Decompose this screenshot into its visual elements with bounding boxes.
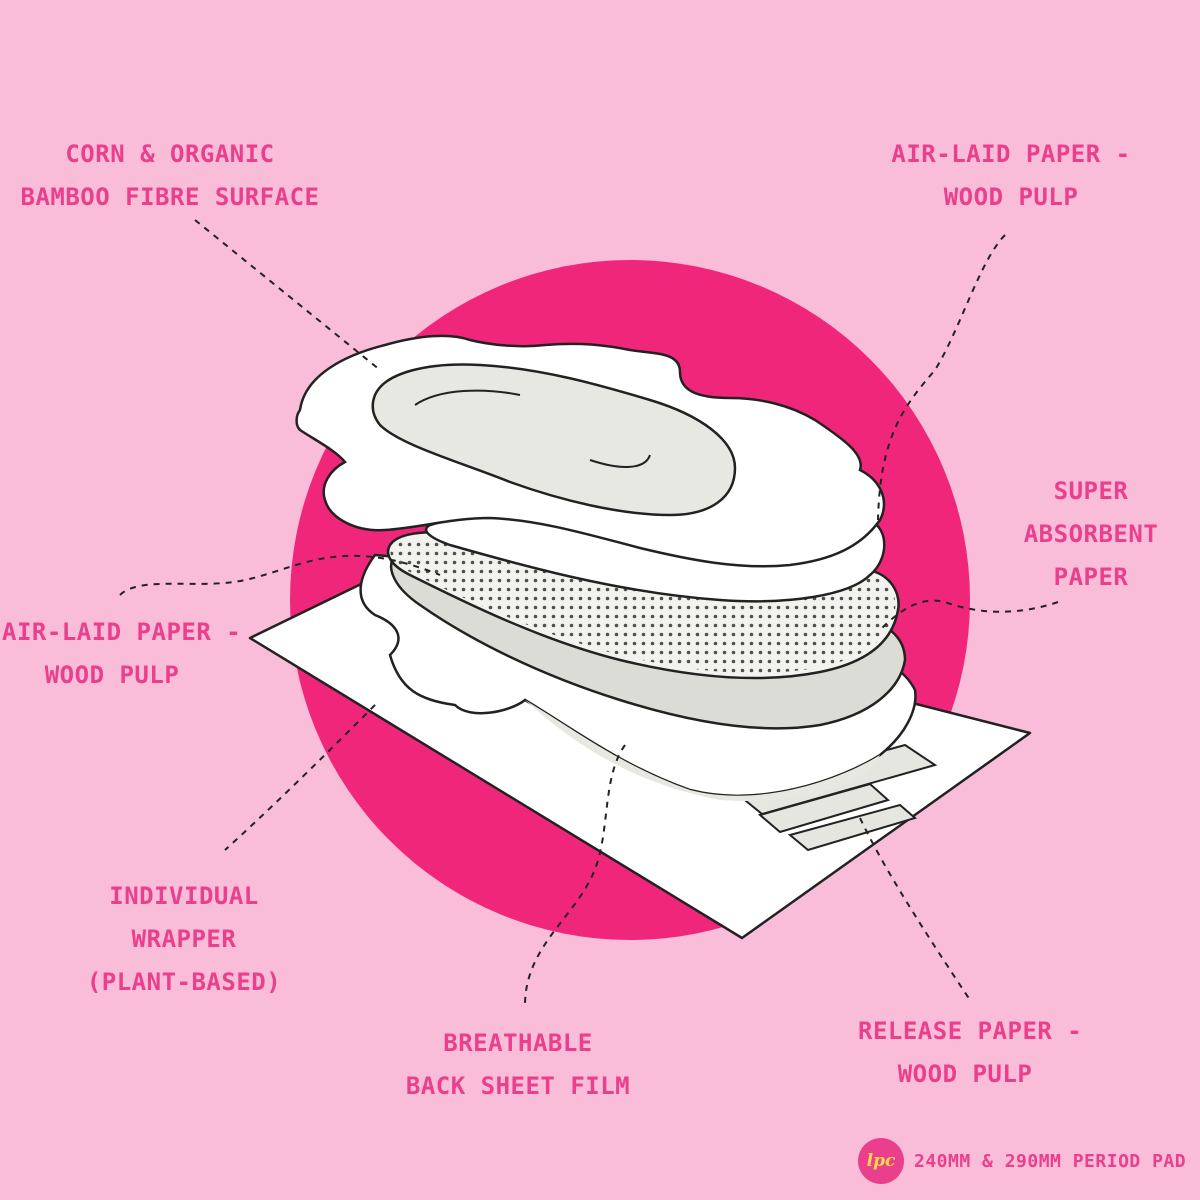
back-sheet-shadow — [525, 700, 880, 801]
label-back-sheet: BREATHABLE BACK SHEET FILM — [405, 1029, 631, 1100]
label-airlaid-top: AIR-LAID PAPER - WOOD PULP — [891, 140, 1131, 211]
leader-corn-surface — [194, 219, 381, 371]
label-corn-surface: CORN & ORGANIC BAMBOO FIBRE SURFACE — [20, 140, 320, 211]
leader-airlaid-left — [119, 554, 441, 596]
leader-wrapper — [224, 704, 376, 851]
channel-curve-2 — [589, 454, 651, 468]
dotted-texture — [390, 537, 896, 674]
label-wrapper: INDIVIDUAL WRAPPER (PLANT-BASED) — [86, 882, 282, 996]
footer: lpc 240MM & 290MM PERIOD PAD — [858, 1138, 1186, 1184]
leader-airlaid-top — [877, 234, 1006, 521]
brand-logo: lpc — [858, 1138, 904, 1184]
leader-back-sheet — [524, 744, 626, 1006]
label-super-absorbent: SUPER ABSORBENT PAPER — [1023, 477, 1159, 591]
footer-caption: 240MM & 290MM PERIOD PAD — [914, 1150, 1187, 1172]
inner-channel — [371, 363, 737, 517]
label-airlaid-left: AIR-LAID PAPER - WOOD PULP — [2, 618, 242, 689]
leader-release-paper — [859, 817, 971, 1001]
label-release-paper: RELEASE PAPER - WOOD PULP — [858, 1017, 1083, 1088]
leader-lines — [119, 219, 1059, 1006]
channel-curve — [414, 389, 521, 406]
